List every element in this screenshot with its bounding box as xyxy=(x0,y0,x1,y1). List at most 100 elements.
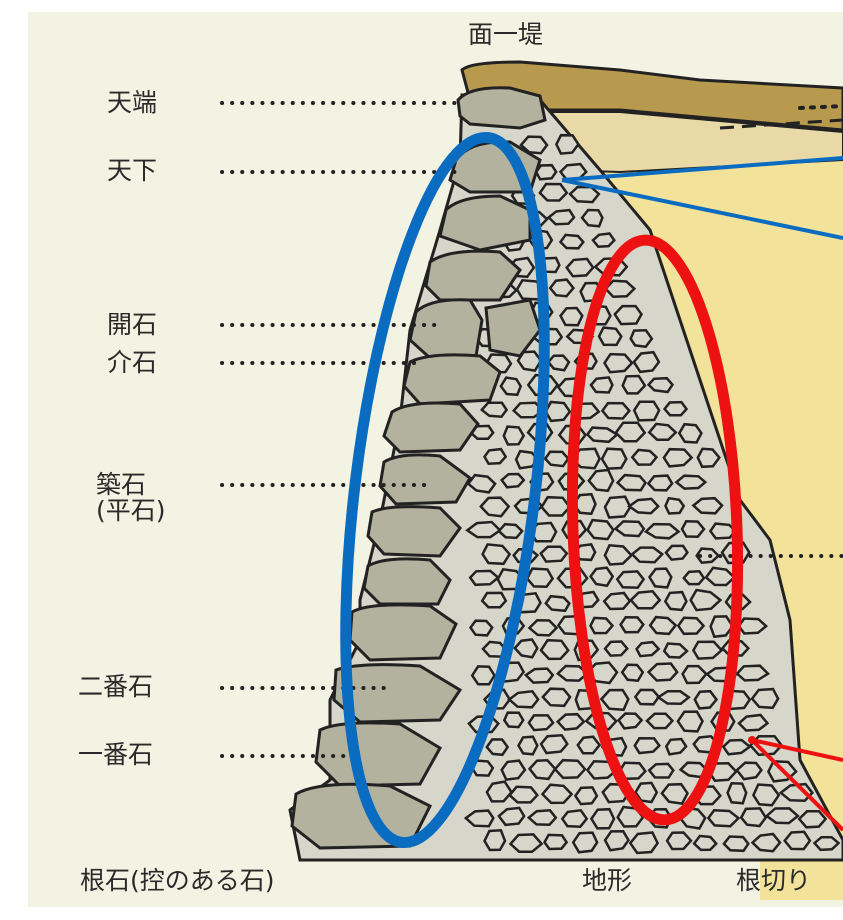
fill-cobble-stone xyxy=(546,402,570,421)
fill-cobble-stone xyxy=(591,377,612,392)
fill-cobble-stone xyxy=(573,833,597,853)
fill-cobble-stone xyxy=(472,666,494,684)
label-niban: 二番石 xyxy=(78,674,153,699)
fill-cobble-stone xyxy=(541,640,568,659)
fill-cobble-stone xyxy=(605,497,630,518)
fill-cobble-stone xyxy=(545,452,568,466)
fill-cobble-stone xyxy=(501,378,521,395)
fill-cobble-stone xyxy=(599,328,621,345)
fill-cobble-stone xyxy=(622,665,643,681)
fill-cobble-stone xyxy=(634,402,659,421)
fill-cobble-stone xyxy=(570,187,599,202)
label-kaiseki2: 介石 xyxy=(107,350,157,375)
fill-cobble-stone xyxy=(485,449,506,464)
fill-cobble-stone xyxy=(529,715,553,730)
fill-cobble-stone xyxy=(635,738,660,753)
fill-cobble-stone xyxy=(502,474,524,487)
fill-cobble-stone xyxy=(511,834,542,851)
fill-cobble-stone xyxy=(767,808,798,823)
facing-stone xyxy=(350,605,456,660)
fill-cobble-stone xyxy=(679,424,701,442)
fill-cobble-stone xyxy=(650,569,672,588)
fill-cobble-stone xyxy=(482,593,506,607)
fill-cobble-stone xyxy=(605,642,627,656)
fill-cobble-stone xyxy=(567,259,593,276)
fill-cobble-stone xyxy=(676,476,705,489)
fill-cobble-stone xyxy=(487,739,508,754)
fill-cobble-stone xyxy=(527,569,552,587)
fill-cobble-stone xyxy=(471,621,493,636)
fill-cobble-stone xyxy=(591,568,613,586)
fill-cobble-stone xyxy=(510,787,538,803)
fill-cobble-stone xyxy=(737,763,762,779)
label-neishi: 根石(控のある石) xyxy=(80,868,275,893)
fill-cobble-stone xyxy=(665,592,686,610)
facing-stone xyxy=(426,251,520,300)
label-chikuseki: 築石 (平石) xyxy=(96,472,166,525)
fill-cobble-stone xyxy=(545,835,567,849)
fill-cobble-stone xyxy=(615,306,642,324)
fill-cobble-stone xyxy=(588,520,614,539)
fill-cobble-stone xyxy=(618,475,646,490)
fill-cobble-stone xyxy=(728,783,747,803)
top-label: 面一堤 xyxy=(468,22,543,47)
fill-cobble-stone xyxy=(649,764,673,778)
fill-cobble-stone xyxy=(623,376,645,393)
fill-cobble-stone xyxy=(550,280,573,297)
label-chikei: 地形 xyxy=(582,868,632,893)
fill-cobble-stone xyxy=(499,524,522,538)
fill-cobble-stone xyxy=(541,547,567,562)
fill-cobble-stone xyxy=(616,423,645,442)
fill-cobble-stone xyxy=(666,546,687,560)
fill-cobble-stone xyxy=(741,808,766,826)
facing-stone xyxy=(404,355,500,404)
fill-cobble-stone xyxy=(649,378,673,392)
fill-cobble-stone xyxy=(752,689,778,708)
fill-cobble-stone xyxy=(504,713,523,728)
fill-cobble-stone xyxy=(561,235,584,248)
fill-cobble-stone xyxy=(648,476,672,491)
fill-cobble-stone xyxy=(561,308,583,325)
fill-cobble-stone xyxy=(546,596,570,611)
label-ichiban: 一番石 xyxy=(78,742,153,767)
facing-stone xyxy=(410,300,482,358)
fill-cobble-stone xyxy=(724,837,748,851)
fill-cobble-stone xyxy=(617,571,643,587)
label-tenka: 天下 xyxy=(107,158,157,183)
fill-cobble-stone xyxy=(682,521,704,536)
label-kaiseki: 開石 xyxy=(107,312,157,337)
fill-cobble-stone xyxy=(632,548,662,563)
fill-cobble-stone xyxy=(666,498,684,513)
fill-cobble-stone xyxy=(694,836,716,850)
fill-cobble-stone xyxy=(562,810,586,826)
fill-cobble-stone xyxy=(665,402,687,415)
red-pointer-dot xyxy=(748,736,756,744)
fill-cobble-stone xyxy=(541,735,567,753)
fill-cobble-stone xyxy=(575,787,597,804)
facing-stone xyxy=(384,403,478,452)
fill-cobble-stone xyxy=(485,830,506,850)
fill-cobble-stone xyxy=(635,690,658,704)
facing-stone xyxy=(364,559,450,604)
facing-stone xyxy=(440,196,530,250)
fill-cobble-stone xyxy=(519,737,538,755)
fill-cobble-stone xyxy=(631,330,652,347)
fill-cobble-stone xyxy=(684,571,704,584)
fill-cobble-stone xyxy=(647,714,672,728)
fill-cobble-stone xyxy=(555,760,585,778)
fill-cobble-stone xyxy=(799,811,825,827)
fill-cobble-stone xyxy=(591,809,614,828)
fill-cobble-stone xyxy=(678,618,703,634)
fill-cobble-stone xyxy=(540,184,567,201)
label-negiri: 根切り xyxy=(736,868,811,893)
fill-cobble-stone xyxy=(504,427,524,445)
fill-cobble-stone xyxy=(621,617,644,632)
fill-cobble-stone xyxy=(591,618,613,633)
fill-cobble-stone xyxy=(678,712,703,732)
facing-stone xyxy=(368,507,460,556)
fill-cobble-stone xyxy=(785,832,810,849)
fill-cobble-stone xyxy=(578,737,600,754)
fill-cobble-stone xyxy=(602,449,626,469)
fill-cobble-stone xyxy=(542,497,570,515)
